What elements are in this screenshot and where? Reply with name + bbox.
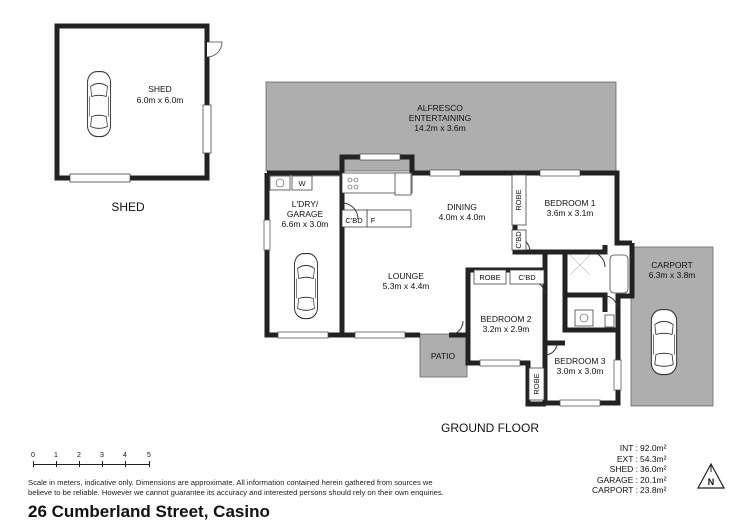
bed2-cbd-label: C'BD — [518, 273, 536, 282]
garage-car-icon — [293, 252, 319, 320]
laundry-washer-label: W — [298, 179, 306, 188]
alfresco-dims: 14.2m x 3.6m — [414, 123, 466, 133]
area-label: CARPORT : — [592, 485, 638, 495]
area-row-shed: SHED : 36.0m² — [546, 464, 686, 475]
bedroom1-name: BEDROOM 1 — [544, 198, 595, 208]
patio-name: PATIO — [431, 351, 456, 361]
area-row-carport: CARPORT : 23.8m² — [546, 485, 686, 496]
shed-heading: SHED — [111, 200, 145, 214]
disclaimer: Scale in meters, indicative only. Dimens… — [28, 478, 528, 498]
alfresco-name: ALFRESCO — [417, 103, 463, 113]
bedroom3-dims: 3.0m x 3.0m — [557, 366, 604, 376]
scale-tick-label: 0 — [31, 452, 35, 459]
bedroom2-name: BEDROOM 2 — [480, 314, 531, 324]
bedroom2-dims: 3.2m x 2.9m — [483, 324, 530, 334]
bed2-robe-label: ROBE — [479, 273, 500, 282]
scale-tick-label: 5 — [147, 452, 151, 459]
area-value: 23.8m² — [640, 485, 667, 495]
disclaimer-line-2: believe to be reliable. However we canno… — [28, 488, 444, 497]
house-walls — [264, 154, 635, 407]
lounge-dims: 5.3m x 4.4m — [383, 281, 430, 291]
scale-tick — [56, 461, 57, 467]
shed-car-icon — [86, 70, 112, 138]
scale-tick-label: 4 — [123, 452, 127, 459]
area-label: EXT : — [616, 453, 638, 464]
disclaimer-line-1: Scale in meters, indicative only. Dimens… — [28, 478, 433, 487]
scale-tick — [79, 461, 80, 467]
area-label: GARAGE : — [596, 474, 638, 485]
floor-plan-drawing: SHED 6.0m x 6.0m SHED ALFRESCO ENTERTAIN… — [54, 23, 714, 435]
bathroom-fixtures — [569, 254, 629, 328]
robes-and-cupboards — [473, 174, 545, 401]
scale-tick — [102, 461, 103, 467]
shed-dims: 6.0m x 6.0m — [137, 95, 184, 105]
laundry-name-2: GARAGE — [287, 209, 324, 219]
bed3-robe-label: ROBE — [532, 373, 541, 394]
laundry-dims: 6.6m x 3.0m — [282, 219, 329, 229]
compass-letter: N — [708, 477, 715, 487]
property-address: 26 Cumberland Street, Casino — [28, 502, 270, 521]
scale-tick-label: 1 — [54, 452, 58, 459]
area-row-ext: EXT : 54.3m² — [546, 454, 686, 465]
kitchen-fixtures — [341, 172, 413, 228]
carport-car-icon — [650, 308, 678, 376]
scale-tick — [125, 461, 126, 467]
laundry-fixtures — [269, 175, 342, 191]
scale-tick — [149, 461, 150, 467]
area-row-garage: GARAGE : 20.1m² — [546, 475, 686, 486]
carport-dims: 6.3m x 3.8m — [649, 270, 696, 280]
dining-dims: 4.0m x 4.0m — [439, 212, 486, 222]
lounge-name: LOUNGE — [388, 271, 424, 281]
scale-bar: 0 1 2 3 4 5 — [28, 452, 158, 472]
scale-tick-label: 3 — [100, 452, 104, 459]
area-value: 36.0m² — [640, 464, 667, 474]
shed-building — [54, 23, 223, 183]
kitchen-fridge-label: F — [371, 216, 376, 225]
bed1-cbd-label: C'BD — [514, 231, 523, 249]
area-value: 20.1m² — [640, 474, 667, 485]
alfresco-area — [265, 81, 617, 172]
scale-tick — [33, 461, 34, 467]
bedroom3-name: BEDROOM 3 — [554, 356, 605, 366]
laundry-name: L'DRY/ — [292, 199, 319, 209]
alfresco-name-2: ENTERTAINING — [409, 113, 472, 123]
area-row-int: INT : 92.0m² — [546, 443, 686, 454]
area-label: SHED : — [609, 464, 638, 474]
north-compass-icon: N — [696, 462, 726, 489]
bed1-robe-label: ROBE — [514, 189, 523, 210]
area-summary: INT : 92.0m² EXT : 54.3m² SHED : 36.0m² … — [546, 443, 686, 496]
scale-tick-label: 2 — [77, 452, 81, 459]
area-label: INT : — [619, 443, 638, 453]
carport-name: CARPORT — [651, 260, 692, 270]
patio-area — [419, 333, 468, 378]
area-value: 92.0m² — [640, 443, 667, 453]
bedroom1-dims: 3.6m x 3.1m — [547, 208, 594, 218]
windows — [263, 153, 622, 407]
dining-name: DINING — [447, 202, 477, 212]
kitchen-cbd-label: C'BD — [345, 216, 363, 225]
shed-name: SHED — [148, 84, 172, 94]
scale-line — [33, 464, 149, 465]
area-value: 54.3m² — [640, 453, 667, 464]
floor-label: GROUND FLOOR — [441, 421, 539, 435]
